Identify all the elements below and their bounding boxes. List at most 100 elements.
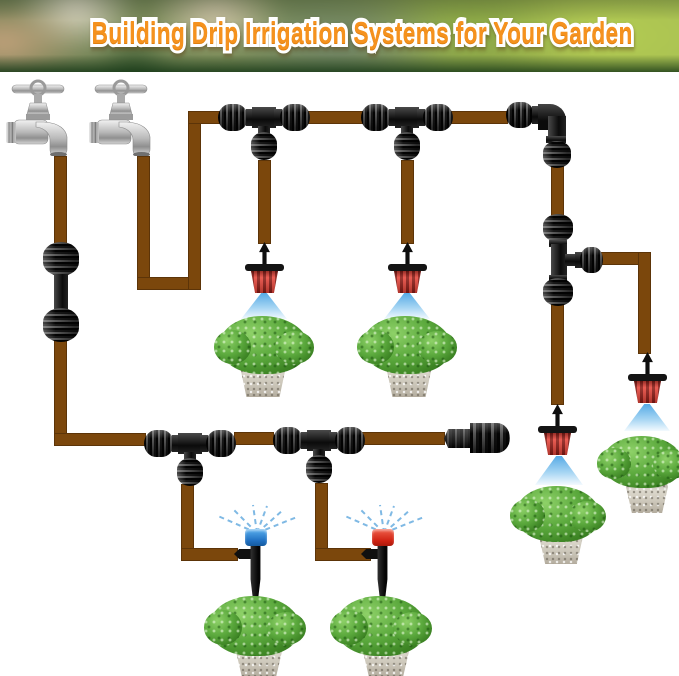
elbow-down-pipe	[548, 116, 566, 138]
banner-shading	[0, 0, 679, 72]
dripper1-barb	[259, 242, 270, 266]
tee3-left-nut	[144, 430, 174, 457]
tube-stake2-drop	[315, 483, 328, 561]
barbed-end-plug-icon	[444, 422, 510, 454]
tee-connector-4-icon	[273, 421, 365, 483]
red-dripper-2-icon	[388, 242, 427, 294]
stake1-spike	[250, 544, 261, 608]
dripper2-red-cap	[394, 271, 421, 293]
tee2-body	[395, 107, 419, 128]
plant3-foliage	[203, 596, 307, 656]
stake1-blue-cap	[245, 529, 267, 546]
tee5-top-collar	[549, 240, 567, 247]
stake2-red-cap	[372, 529, 394, 546]
tee1-left-nut	[218, 104, 248, 131]
tee4-left-nut	[273, 427, 303, 454]
tee5-top-nut	[543, 214, 573, 242]
plug-barb-section	[444, 429, 472, 448]
page-title: Building Drip Irrigation Systems for You…	[0, 11, 679, 59]
red-dripper-1-icon	[245, 242, 284, 294]
tube-branch-down	[638, 252, 651, 354]
plant6-pot	[626, 484, 668, 513]
tee3-right-nut	[206, 430, 236, 457]
stake2-inlet-barb	[361, 549, 378, 559]
tee-connector-3-icon	[144, 424, 236, 486]
dripper4-flange	[628, 374, 667, 381]
tube-stake1-drop	[181, 484, 194, 561]
dripper2-barb	[402, 242, 413, 266]
tee3-stem	[184, 452, 196, 461]
tee3-collar-left	[172, 435, 180, 452]
tee4-collar-left	[301, 432, 309, 449]
dripper3-red-cap	[544, 433, 571, 455]
dripper4-red-cap	[634, 381, 661, 403]
header-banner	[0, 0, 679, 72]
tee5-right-collar	[575, 252, 582, 268]
tube-mid-run-2	[361, 432, 445, 445]
tee4-right-nut	[335, 427, 365, 454]
tee5-right-nut	[580, 247, 603, 273]
straight-coupling-icon	[41, 242, 81, 342]
tube-stake2-run	[315, 548, 371, 561]
tee2-right-nut	[423, 104, 453, 131]
coupling-shaft	[54, 274, 68, 312]
tube-riser	[188, 111, 201, 290]
dripper2-flange	[388, 264, 427, 271]
plant4-foliage	[329, 596, 433, 656]
tube-mid-run-1	[234, 432, 274, 445]
tube-top-run-2	[306, 111, 363, 124]
tee-connector-1-icon	[218, 98, 310, 160]
spray-fan-1	[217, 504, 298, 534]
tee5-body	[551, 244, 567, 278]
tube-stake1-run	[181, 548, 238, 561]
spray-cone-3	[535, 456, 583, 485]
tee2-bottom-nut	[394, 132, 420, 160]
tube-top-run-1	[188, 111, 222, 124]
red-dripper-4-icon	[628, 352, 667, 404]
spray-cone-4	[624, 404, 670, 431]
elbow-connector-icon	[506, 94, 576, 168]
elbow-bottom-collar	[546, 136, 566, 143]
tube-tee5-down	[551, 303, 564, 405]
tee4-bottom-nut	[306, 455, 332, 483]
spray-fan-2	[344, 504, 425, 534]
tube-faucet2-down	[137, 156, 150, 290]
tee5-bottom-nut	[543, 278, 573, 306]
elbow-collar	[532, 106, 540, 124]
tube-dripper2-drop	[401, 160, 414, 244]
tee3-bottom-nut	[177, 458, 203, 486]
tee2-left-nut	[361, 104, 391, 131]
dripper3-barb	[552, 404, 563, 428]
plug-ribbed-body	[470, 423, 510, 453]
dripper1-flange	[245, 264, 284, 271]
coupling-top-nut	[43, 242, 79, 276]
page-title-outline: Building Drip Irrigation Systems for You…	[89, 11, 635, 54]
tee2-collar-right	[417, 109, 425, 126]
outdoor-faucet-1	[6, 79, 69, 156]
outdoor-faucet-2	[89, 79, 152, 156]
tube-dripper1-drop	[258, 160, 271, 244]
elbow-bottom-nut	[543, 141, 571, 168]
tube-top-run-3	[451, 111, 508, 124]
tee2-stem	[401, 126, 413, 135]
tee1-collar-left	[246, 109, 254, 126]
plant2-foliage	[356, 316, 458, 374]
plant1-foliage	[213, 316, 315, 374]
elbow-left-nut	[506, 102, 534, 128]
tee2-collar-left	[389, 109, 397, 126]
tube-u-bottom	[137, 277, 201, 290]
tee1-right-nut	[280, 104, 310, 131]
dripper4-barb	[642, 352, 653, 376]
red-dripper-3-icon	[538, 404, 577, 456]
tee4-collar-right	[329, 432, 337, 449]
page-title-text: Building Drip Irrigation Systems for You…	[91, 15, 633, 50]
tee4-body	[307, 430, 331, 451]
coupling-bottom-nut	[43, 308, 79, 342]
tee4-stem	[313, 449, 325, 458]
tee3-collar-right	[200, 435, 208, 452]
tee3-body	[178, 433, 202, 454]
tee-connector-2-icon	[361, 98, 453, 160]
plant5-foliage	[510, 486, 606, 542]
tee1-stem	[258, 126, 270, 135]
